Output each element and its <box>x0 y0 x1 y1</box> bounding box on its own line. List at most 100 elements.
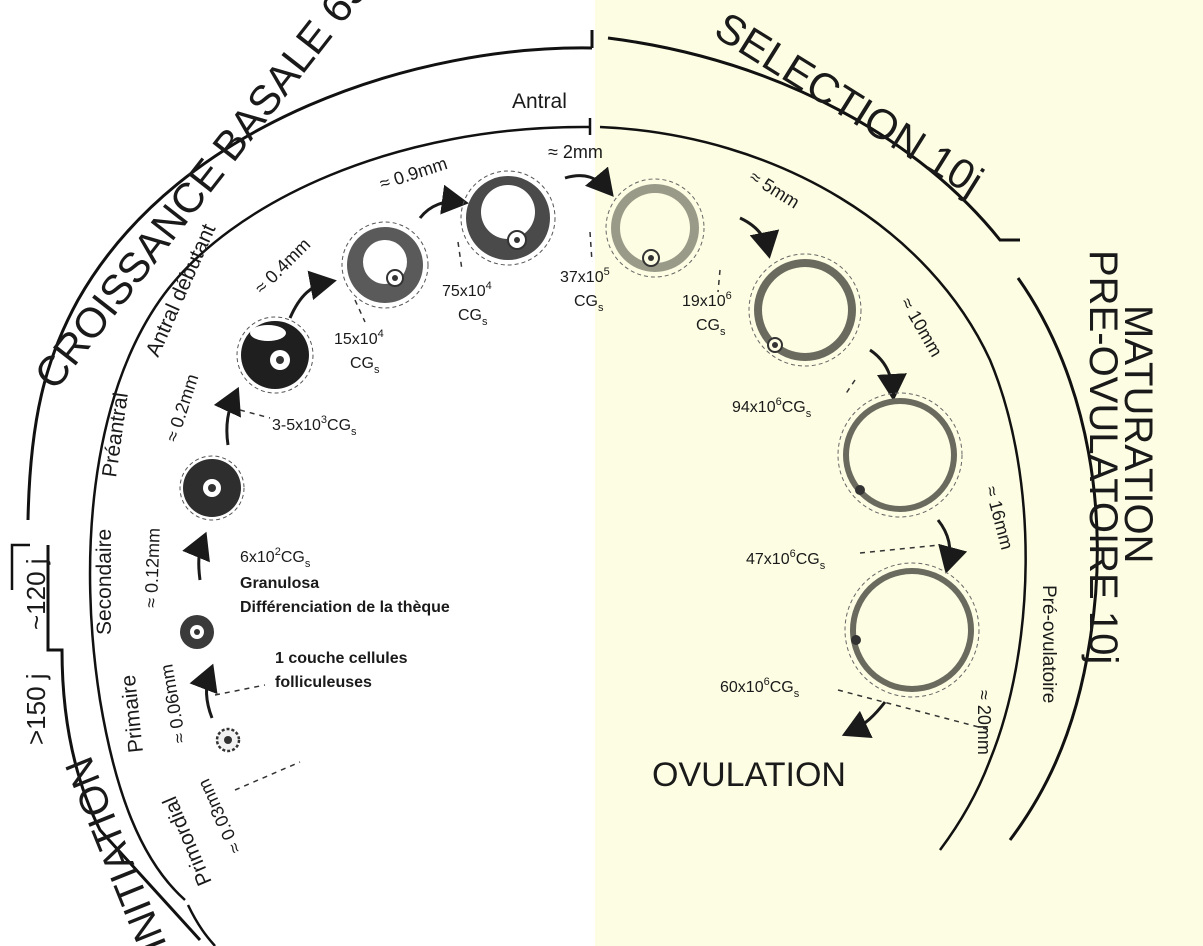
left-background <box>0 0 595 946</box>
count-47e6: 47x106CGs <box>746 548 826 572</box>
svg-text:CGs: CGs <box>574 293 604 314</box>
count-sub: s <box>820 560 826 572</box>
svg-text:3-5x103CGs: 3-5x103CGs <box>272 414 357 438</box>
count-sub: s <box>374 364 380 376</box>
duration-150: >150 j <box>21 673 51 745</box>
count-tail: CG <box>327 417 351 434</box>
maturation-arc <box>1008 277 1099 841</box>
count-3-5e3: 3-5x103CGs <box>272 414 357 438</box>
count-tail: CG <box>350 355 374 372</box>
arrow-6 <box>564 166 614 197</box>
count-15e4: 15x104 CGs <box>334 328 384 376</box>
count-37e5: 37x105 CGs <box>560 266 610 314</box>
count-tail: CG <box>770 679 794 696</box>
count-tail: CG <box>574 293 598 310</box>
count-exp: 6 <box>790 548 796 560</box>
ovulation-label: OVULATION <box>652 756 846 794</box>
follicle-16mm <box>844 562 980 698</box>
count-main: 15x10 <box>334 331 378 348</box>
note-granulosa: Granulosa <box>240 575 319 592</box>
progression-arrows <box>182 166 968 738</box>
count-sub: s <box>482 316 488 328</box>
arrow-2 <box>182 531 210 581</box>
size-2: ≈ 2mm <box>548 142 603 162</box>
count-main: 75x10 <box>442 283 486 300</box>
count-6e2: 6x102CGs <box>240 546 311 570</box>
count-main: 19x10 <box>682 293 726 310</box>
count-sub: s <box>598 302 604 314</box>
duration-120: ~120 j <box>21 558 51 630</box>
count-main: 60x10 <box>720 679 764 696</box>
count-94e6: 94x106CGs <box>732 396 812 420</box>
inner-arc-left <box>88 125 591 901</box>
follicle-antral <box>460 170 556 266</box>
follicle-10mm <box>837 392 963 518</box>
follicle-5mm <box>748 253 862 367</box>
stage-pre-ovulatoire: Pré-ovulatoire <box>1038 585 1059 703</box>
arrow-10 <box>841 701 887 738</box>
arrow-3 <box>213 386 241 446</box>
follicle-early-antral <box>341 221 429 309</box>
count-sub: s <box>351 426 357 438</box>
arrow-1 <box>189 663 218 719</box>
count-exp: 6 <box>764 676 770 688</box>
follicle-primaire <box>180 615 214 649</box>
count-exp: 2 <box>275 546 281 558</box>
count-exp: 4 <box>378 328 384 340</box>
count-exp: 5 <box>604 266 610 278</box>
leader-lines <box>214 231 991 791</box>
stage-secondaire: Secondaire <box>93 529 116 635</box>
svg-text:CGs: CGs <box>350 355 380 376</box>
svg-text:94x106CGs: 94x106CGs <box>732 396 812 420</box>
follicle-preantral <box>236 316 314 394</box>
size-20: ≈ 20mm <box>974 690 994 755</box>
svg-text:60x106CGs: 60x106CGs <box>720 676 800 700</box>
count-exp: 3 <box>321 414 327 426</box>
inner-arc-right <box>599 125 1027 851</box>
note-couche-2: folliculeuses <box>275 674 372 691</box>
count-main: 3-5x10 <box>272 417 321 434</box>
count-exp: 4 <box>486 280 492 292</box>
count-sub: s <box>806 408 812 420</box>
count-tail: CG <box>696 317 720 334</box>
count-exp: 6 <box>776 396 782 408</box>
leader-60 <box>837 689 991 731</box>
count-tail: CG <box>782 399 806 416</box>
arrow-5 <box>418 184 469 219</box>
follicle-secondaire <box>179 455 245 521</box>
leader-early-antral <box>354 299 366 323</box>
count-main: 94x10 <box>732 399 776 416</box>
stage-antral: Antral <box>512 90 567 113</box>
count-main: 47x10 <box>746 551 790 568</box>
leader-94 <box>844 379 856 396</box>
leader-19 <box>717 269 721 293</box>
phase-maturation-1: MATURATION <box>1116 305 1160 564</box>
count-sub: s <box>720 326 726 338</box>
leader-antral <box>457 241 463 271</box>
count-main: 37x10 <box>560 269 604 286</box>
svg-text:47x106CGs: 47x106CGs <box>746 548 826 572</box>
count-tail: CG <box>796 551 820 568</box>
svg-text:37x105: 37x105 <box>560 266 610 286</box>
count-main: 6x10 <box>240 549 275 566</box>
svg-text:CGs: CGs <box>696 317 726 338</box>
initiation-arc <box>46 545 202 942</box>
count-sub: s <box>305 558 311 570</box>
phase-maturation-2: PRE-OVULATOIRE 10j <box>1081 250 1125 664</box>
stage-arcs <box>88 118 1027 946</box>
count-sub: s <box>794 688 800 700</box>
size-012: ≈ 0.12mm <box>141 528 164 609</box>
arrow-7 <box>739 216 780 259</box>
count-tail: CG <box>281 549 305 566</box>
leader-primaire <box>214 684 266 696</box>
follicle-2mm <box>605 178 705 278</box>
arrow-9 <box>936 519 968 574</box>
selection-arc <box>607 36 1020 242</box>
svg-text:15x104: 15x104 <box>334 328 384 348</box>
note-theque: Différenciation de la thèque <box>240 599 450 616</box>
svg-text:19x106: 19x106 <box>682 290 732 310</box>
svg-text:75x104: 75x104 <box>442 280 492 300</box>
inner-arc-end <box>186 904 216 946</box>
